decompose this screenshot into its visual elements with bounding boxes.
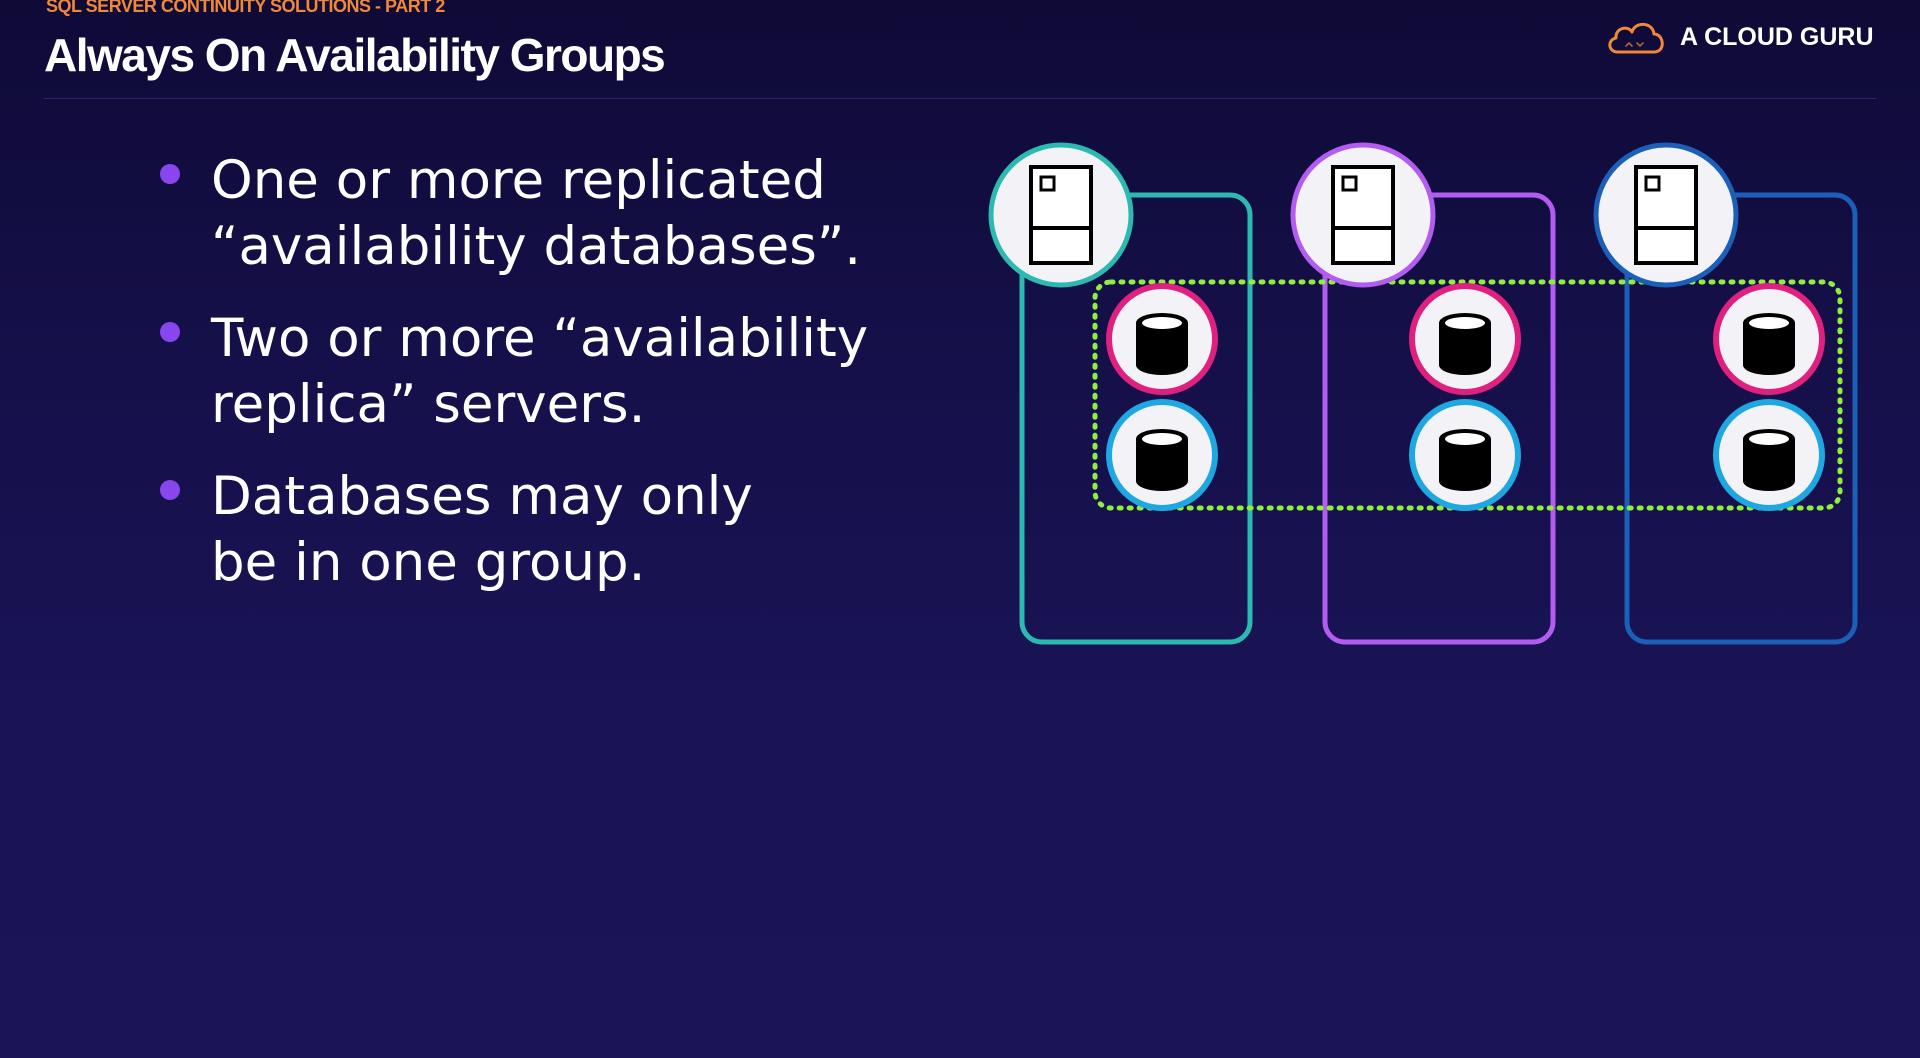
server-icon — [1593, 142, 1739, 288]
bullet-text: Two or more “availability — [211, 308, 869, 369]
bullet-text: One or more replicated — [211, 150, 826, 211]
cloud-logo-icon — [1608, 22, 1664, 54]
replica-box-2 — [1322, 192, 1556, 645]
bullet-text: be in one group. — [211, 532, 646, 593]
database-icon — [1106, 399, 1218, 511]
page-title: Always On Availability Groups — [44, 29, 666, 81]
bullet-item: One or more replicated “availability dat… — [158, 148, 918, 280]
bullet-text: replica” servers. — [211, 374, 646, 435]
bullet-dot — [160, 164, 180, 184]
bullet-list: One or more replicated “availability dat… — [158, 148, 918, 622]
header-divider — [44, 98, 1876, 99]
replica-box-1 — [1019, 192, 1253, 645]
brand-name: A CLOUD GURU — [1680, 22, 1874, 51]
section-subtitle: SQL SERVER CONTINUITY SOLUTIONS - PART 2 — [46, 0, 445, 16]
bullet-dot — [160, 322, 180, 342]
bullet-item: Two or more “availability replica” serve… — [158, 306, 918, 438]
bullet-item: Databases may only be in one group. — [158, 464, 918, 596]
server-icon — [988, 142, 1134, 288]
database-icon — [1409, 283, 1521, 395]
database-icon — [1713, 283, 1825, 395]
server-icon — [1290, 142, 1436, 288]
database-icon — [1409, 399, 1521, 511]
replica-box-3 — [1624, 192, 1858, 645]
availability-group-diagram — [988, 142, 1858, 645]
brand-logo: A CLOUD GURU — [1604, 16, 1874, 58]
database-icon — [1713, 399, 1825, 511]
bullet-text: “availability databases”. — [211, 216, 862, 277]
database-icon — [1106, 283, 1218, 395]
bullet-text: Databases may only — [211, 466, 753, 527]
bullet-dot — [160, 480, 180, 500]
